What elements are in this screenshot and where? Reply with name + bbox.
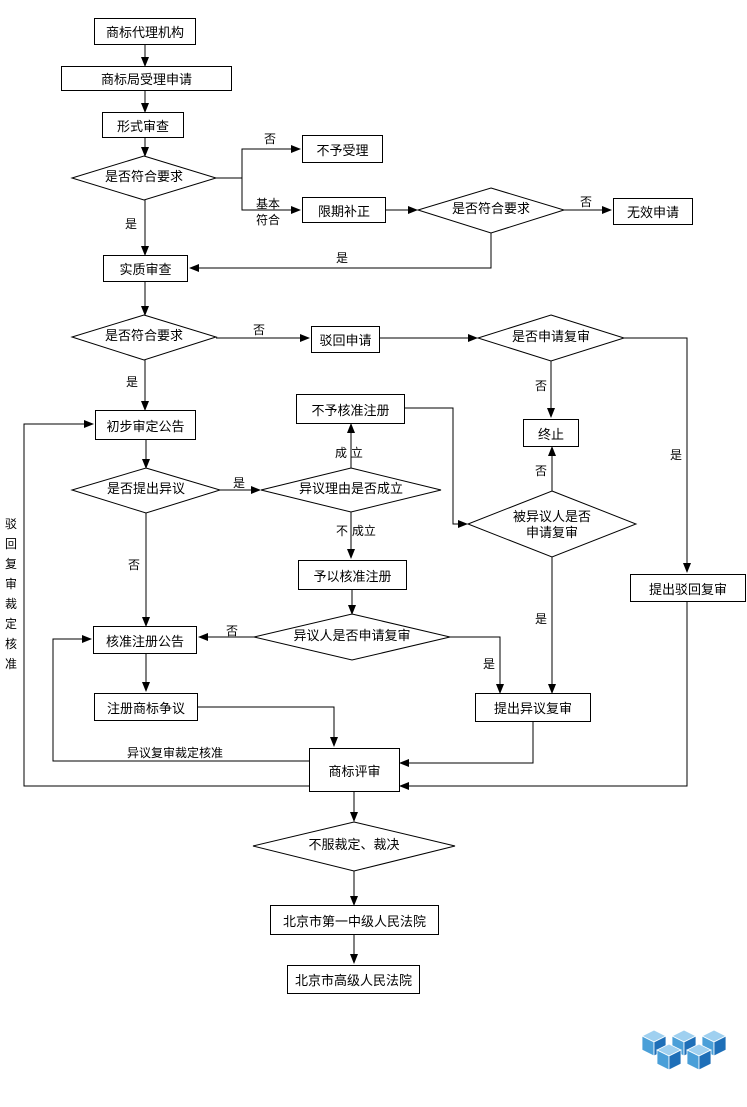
label-yes-2: 是 bbox=[336, 251, 349, 265]
diamond-opposition: 是否提出异议 bbox=[106, 482, 185, 497]
cubes-logo-icon bbox=[641, 1029, 727, 1071]
label-no-opponent: 否 bbox=[226, 624, 239, 638]
diamond-opponent-review: 异议人是否申请复审 bbox=[293, 629, 411, 644]
box-not-approve: 不予核准注册 bbox=[296, 394, 405, 424]
label-no-opposition: 否 bbox=[128, 558, 141, 572]
box-opp-review: 提出异议复审 bbox=[475, 693, 591, 722]
diamond-meet-requirement-3: 是否符合要求 bbox=[104, 329, 183, 344]
diamond-shape-meet3 bbox=[70, 314, 218, 361]
box-review-dismiss: 提出驳回复审 bbox=[630, 574, 746, 602]
label-yes-opponent: 是 bbox=[483, 657, 496, 671]
label-yes-4: 是 bbox=[670, 448, 683, 462]
diamond-disagree: 不服裁定、裁决 bbox=[308, 838, 400, 853]
box-beijing-high-court: 北京市高级人民法院 bbox=[287, 965, 420, 994]
diamond-meet-requirement-2: 是否符合要求 bbox=[451, 202, 530, 217]
diamond-shape-opponent bbox=[253, 613, 451, 661]
diamond-opposition-reason: 异议理由是否成立 bbox=[298, 482, 403, 497]
box-terminate: 终止 bbox=[523, 419, 579, 447]
label-yes-3: 是 bbox=[126, 375, 139, 389]
box-beijing-first-court: 北京市第一中级人民法院 bbox=[270, 905, 439, 935]
box-deadline-fix: 限期补正 bbox=[302, 197, 386, 223]
label-opp-review-approve: 异议复审裁定核准 bbox=[127, 746, 224, 760]
box-approve: 予以核准注册 bbox=[298, 560, 407, 590]
box-reject-accept: 不予受理 bbox=[302, 135, 383, 163]
box-dispute: 注册商标争议 bbox=[94, 693, 198, 721]
label-basic: 基本 bbox=[256, 197, 281, 211]
box-tm-board: 商标评审 bbox=[309, 748, 400, 792]
label-no-terminate: 否 bbox=[535, 464, 548, 478]
label-no-3: 否 bbox=[253, 323, 266, 337]
diamond-meet-requirement-1: 是否符合要求 bbox=[104, 170, 183, 185]
label-left-vertical: 驳回复审裁定核准 bbox=[4, 517, 17, 671]
box-prelim: 初步审定公告 bbox=[95, 410, 196, 440]
diamond-opposed-party-line1: 被异议人是否 bbox=[512, 510, 591, 525]
label-yes-1: 是 bbox=[125, 217, 138, 231]
diamond-apply-review: 是否申请复审 bbox=[511, 330, 590, 345]
box-formal-review: 形式审查 bbox=[102, 112, 184, 138]
label-yes-opposed: 是 bbox=[535, 612, 548, 626]
box-accept: 商标局受理申请 bbox=[61, 66, 232, 91]
box-invalid: 无效申请 bbox=[613, 198, 693, 225]
diamond-opposed-party-line2: 申请复审 bbox=[525, 526, 578, 541]
box-dismiss: 驳回申请 bbox=[311, 326, 380, 353]
label-no-4: 否 bbox=[535, 379, 548, 393]
label-yes-opposition: 是 bbox=[233, 476, 246, 490]
box-reg-announce: 核准注册公告 bbox=[93, 626, 197, 654]
box-agency: 商标代理机构 bbox=[94, 18, 196, 45]
diamond-shape-meet1 bbox=[70, 155, 218, 201]
label-established: 成 立 bbox=[335, 446, 363, 460]
label-no-2: 否 bbox=[580, 195, 593, 209]
label-no-1: 否 bbox=[264, 132, 277, 146]
label-meet: 符合 bbox=[256, 213, 281, 227]
box-substantive: 实质审查 bbox=[103, 255, 188, 282]
label-not-established: 不 成立 bbox=[336, 524, 376, 538]
